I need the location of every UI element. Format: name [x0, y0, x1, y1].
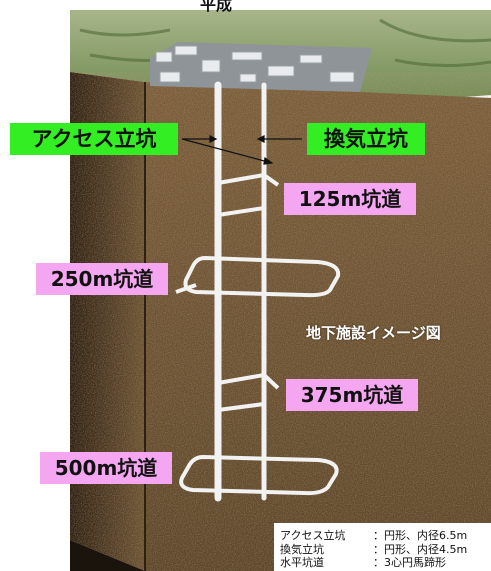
soil-texture [70, 72, 491, 571]
spec-value: ：円形、内径6.5m [373, 529, 468, 542]
spec-panel: アクセス立坑 ：円形、内径6.5m 換気立坑 ：円形、内径4.5m 水平坑道 ：… [274, 523, 491, 571]
spec-value: ：円形、内径4.5m [373, 542, 468, 556]
label-gallery-125m: 125m坑道 [284, 183, 416, 215]
spec-name: アクセス立坑 [280, 529, 346, 542]
gallery-125m [217, 173, 280, 217]
bottom-shadow [70, 540, 145, 571]
spec-row: アクセス立坑 ：円形、内径6.5m [280, 527, 491, 542]
label-ventilation-shaft: 換気立坑 [307, 123, 425, 155]
spec-value: ：3心円馬蹄形 [373, 556, 446, 569]
label-gallery-500m: 500m坑道 [40, 452, 172, 484]
spec-row: 換気立坑 ：円形、内径4.5m [280, 541, 491, 556]
gallery-500m [179, 454, 339, 496]
figure-caption: 地下施設イメージ図 [306, 324, 441, 342]
surface-buildings [155, 45, 355, 83]
page-title-fragment: 平成 [200, 0, 233, 14]
spec-name: 換気立坑 [280, 542, 324, 556]
spec-name: 水平坑道 [280, 556, 324, 569]
label-gallery-375m: 375m坑道 [286, 379, 418, 411]
label-access-shaft: アクセス立坑 [10, 123, 178, 155]
leader-lines [181, 135, 302, 165]
label-gallery-250m: 250m坑道 [36, 263, 168, 295]
spec-row: 水平坑道 ：3心円馬蹄形 [280, 554, 491, 569]
gallery-250m [175, 255, 341, 298]
gallery-375m [217, 373, 280, 412]
terrain-ridges [79, 18, 491, 68]
